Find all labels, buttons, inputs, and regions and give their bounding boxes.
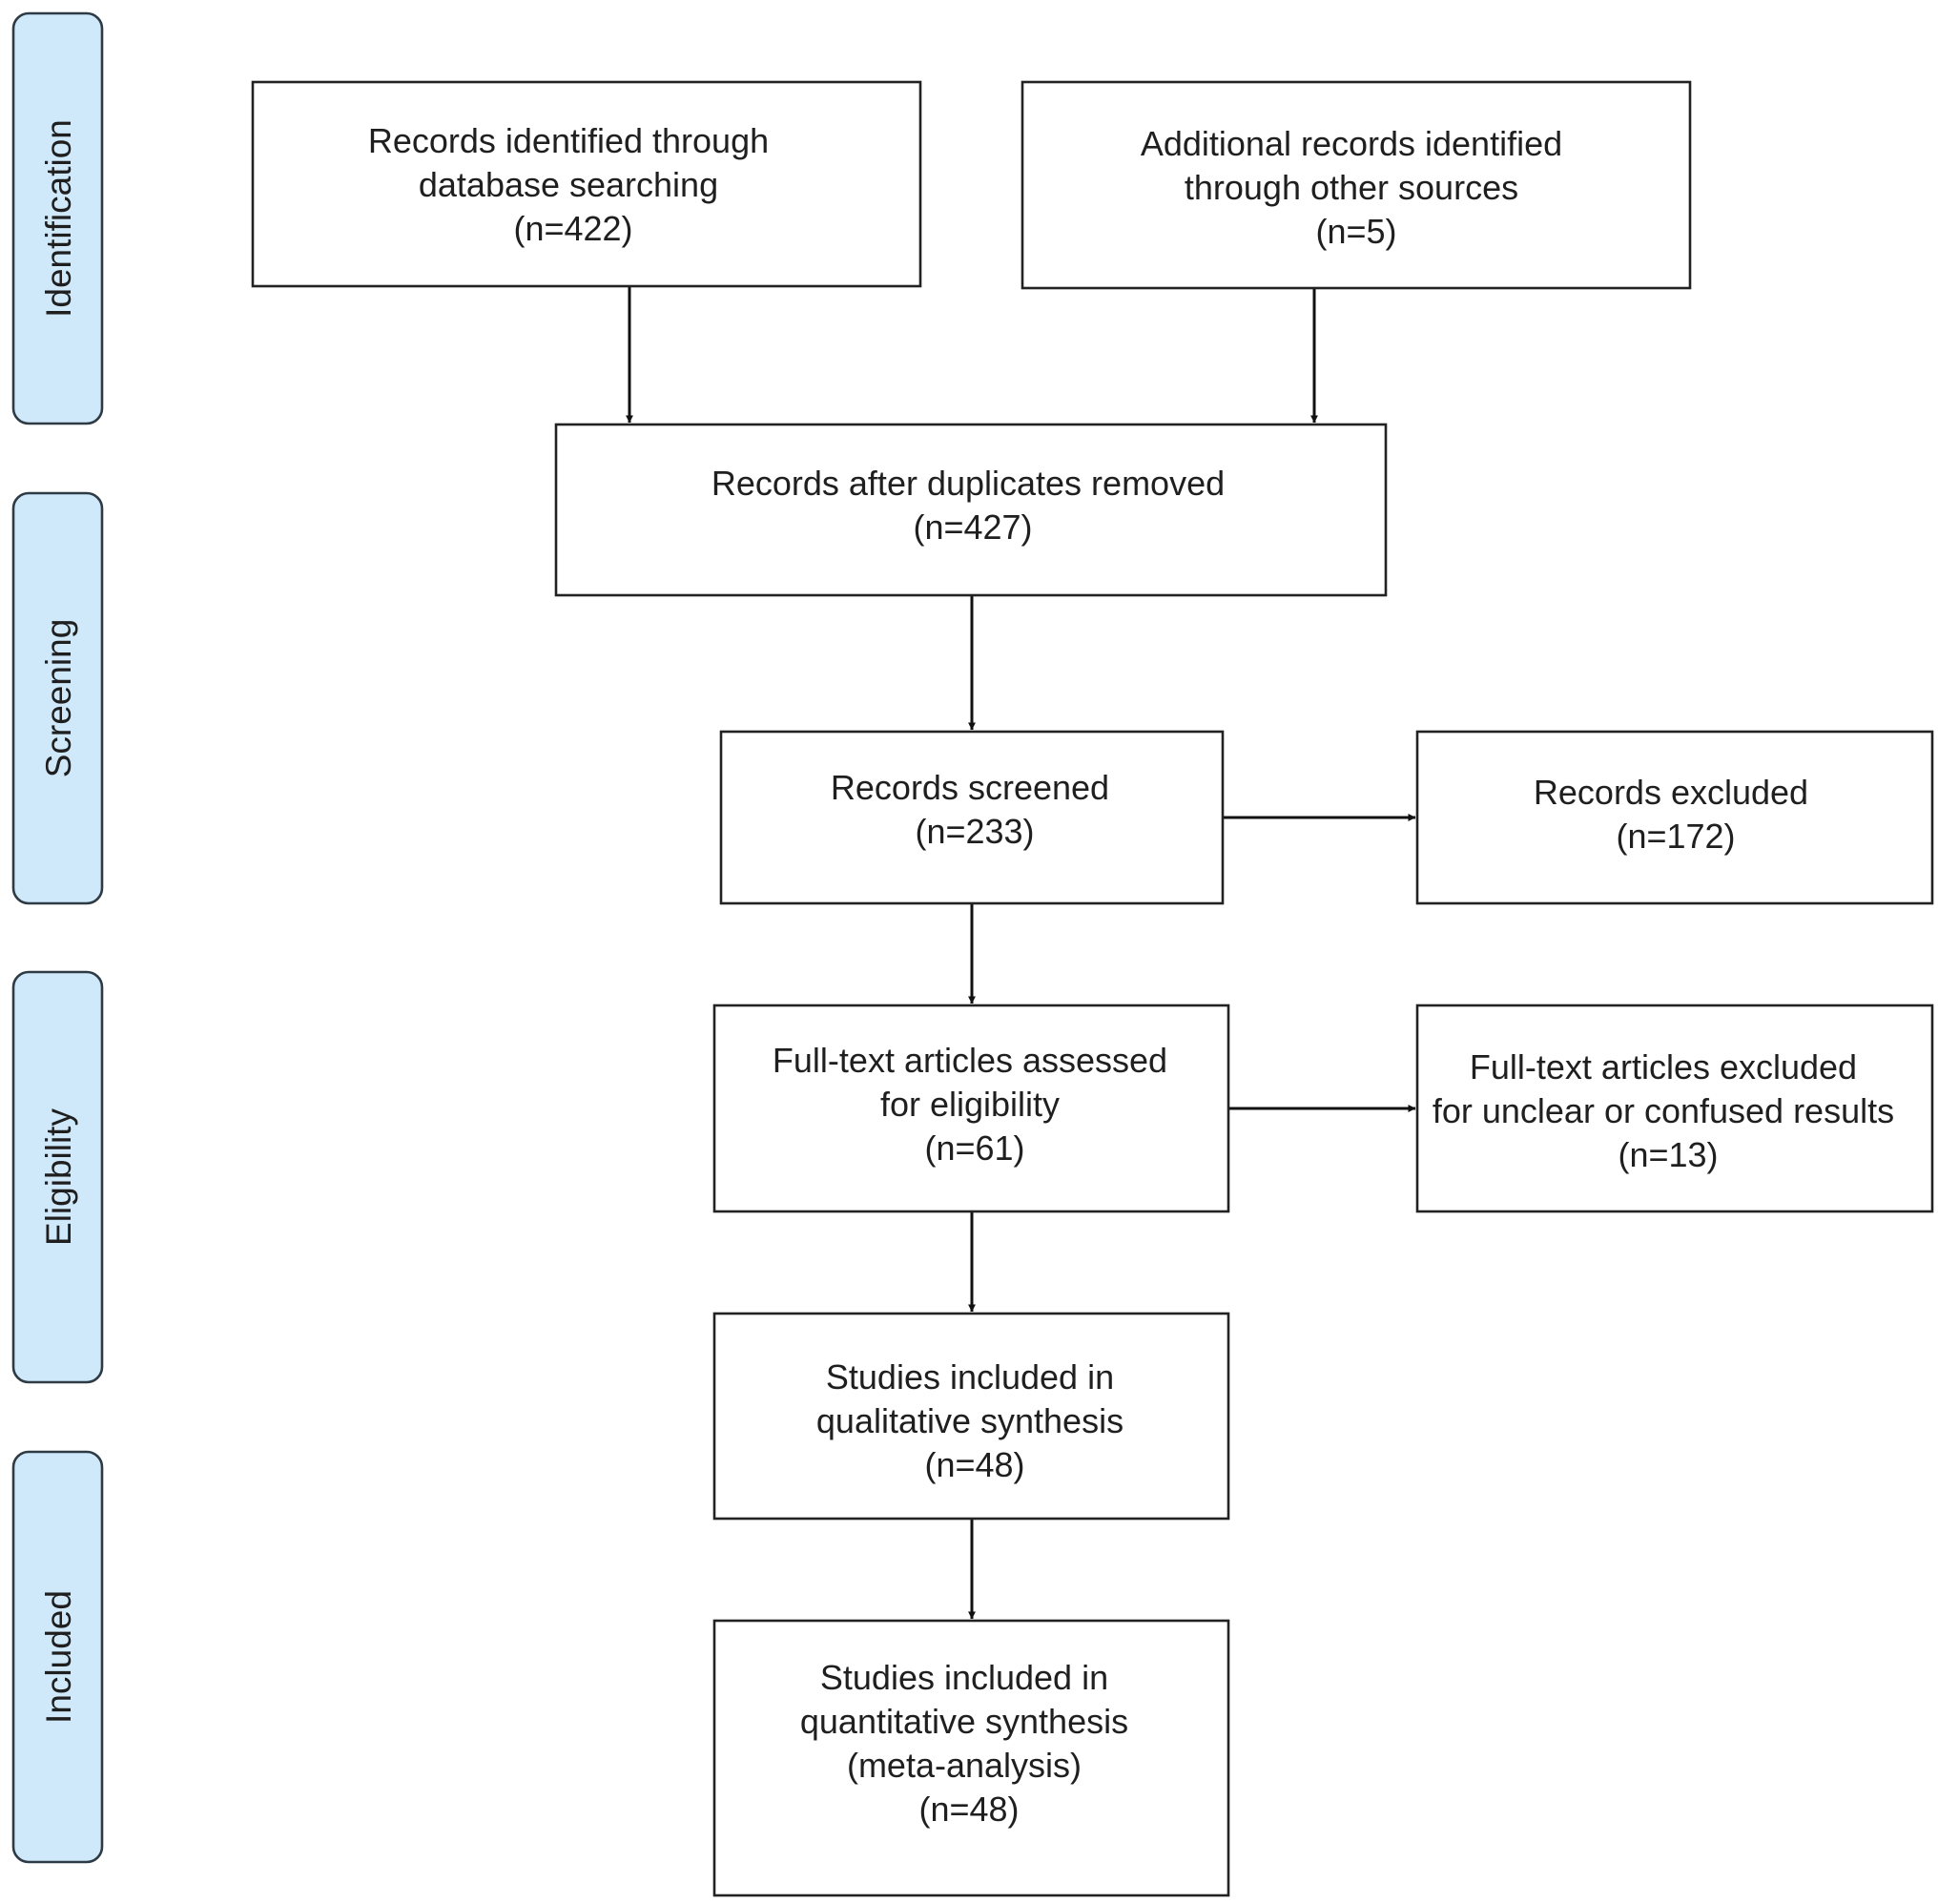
box-text-line: (n=427) bbox=[913, 507, 1032, 547]
box-records-screened: Records screened (n=233) bbox=[719, 730, 1225, 905]
box-text-line: (meta-analysis) bbox=[847, 1746, 1082, 1785]
phase-identification: Identification bbox=[11, 11, 104, 425]
box-records-screened-text: Records screened (n=233) bbox=[831, 768, 1119, 851]
box-text-line: (n=422) bbox=[513, 209, 632, 248]
box-text-line: (n=172) bbox=[1616, 817, 1735, 856]
box-text-line: for eligibility bbox=[880, 1085, 1060, 1124]
box-text-line: Full-text articles excluded bbox=[1470, 1047, 1857, 1087]
box-other-sources: Additional records identified through ot… bbox=[1021, 80, 1692, 290]
box-text-line: (n=233) bbox=[915, 812, 1034, 851]
box-text-line: Full-text articles assessed bbox=[773, 1041, 1167, 1080]
box-deduplicated: Records after duplicates removed (n=427) bbox=[554, 423, 1388, 597]
box-records-excluded-text: Records excluded (n=172) bbox=[1534, 773, 1818, 856]
box-text-line: Records identified through bbox=[368, 121, 769, 160]
box-text-line: Records after duplicates removed bbox=[711, 464, 1225, 503]
box-text-line: through other sources bbox=[1185, 168, 1518, 207]
phase-included: Included bbox=[11, 1450, 104, 1864]
box-text-line: database searching bbox=[419, 165, 718, 204]
box-text-line: (n=5) bbox=[1315, 212, 1396, 251]
box-records-excluded: Records excluded (n=172) bbox=[1415, 730, 1934, 905]
box-quantitative-synthesis-text: Studies included in quantitative synthes… bbox=[800, 1658, 1138, 1829]
box-fulltext-assessed-text: Full-text articles assessed for eligibil… bbox=[773, 1041, 1177, 1168]
box-fulltext-assessed: Full-text articles assessed for eligibil… bbox=[712, 1004, 1230, 1213]
box-text-line: quantitative synthesis bbox=[800, 1702, 1128, 1741]
phase-screening-label: Screening bbox=[39, 619, 78, 778]
box-database-records-text: Records identified through database sear… bbox=[368, 121, 778, 248]
box-text-line: Studies included in bbox=[826, 1357, 1114, 1397]
phase-identification-label: Identification bbox=[39, 119, 78, 318]
box-text-line: (n=48) bbox=[924, 1445, 1024, 1484]
box-fulltext-excluded-text: Full-text articles excluded for unclear … bbox=[1433, 1047, 1904, 1174]
box-text-line: (n=13) bbox=[1618, 1135, 1718, 1174]
phase-included-label: Included bbox=[39, 1590, 78, 1724]
phase-eligibility: Eligibility bbox=[11, 970, 104, 1384]
phase-eligibility-label: Eligibility bbox=[39, 1108, 78, 1246]
box-qualitative-synthesis: Studies included in qualitative synthesi… bbox=[712, 1312, 1230, 1521]
box-deduplicated-text: Records after duplicates removed (n=427) bbox=[711, 464, 1234, 547]
box-text-line: Additional records identified bbox=[1141, 124, 1562, 163]
box-text-line: Studies included in bbox=[820, 1658, 1108, 1697]
box-fulltext-excluded: Full-text articles excluded for unclear … bbox=[1415, 1004, 1934, 1213]
box-qualitative-synthesis-text: Studies included in qualitative synthesi… bbox=[816, 1357, 1133, 1484]
box-text-line: for unclear or confused results bbox=[1433, 1091, 1894, 1130]
box-other-sources-text: Additional records identified through ot… bbox=[1141, 124, 1572, 251]
box-database-records: Records identified through database sear… bbox=[251, 80, 922, 288]
box-text-line: Records screened bbox=[831, 768, 1109, 807]
box-text-line: (n=48) bbox=[918, 1790, 1019, 1829]
box-text-line: Records excluded bbox=[1534, 773, 1808, 812]
box-text-line: qualitative synthesis bbox=[816, 1401, 1124, 1440]
box-text-line: (n=61) bbox=[924, 1128, 1024, 1168]
box-quantitative-synthesis: Studies included in quantitative synthes… bbox=[712, 1619, 1230, 1897]
phase-screening: Screening bbox=[11, 491, 104, 905]
